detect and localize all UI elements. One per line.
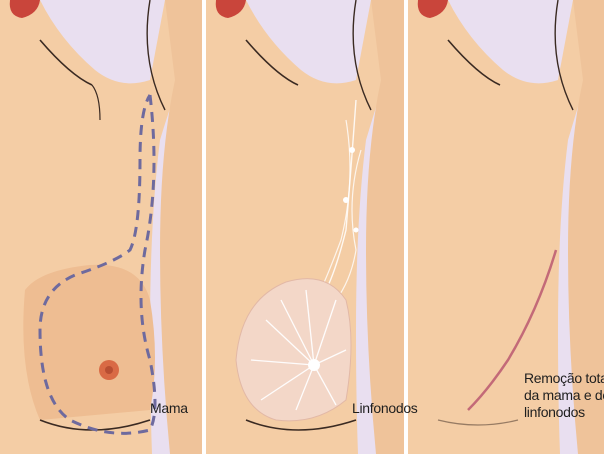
breast-shape	[23, 265, 155, 420]
lymph-node	[349, 147, 355, 153]
caption-line: Remoção total	[524, 370, 604, 387]
panel-lymph-drawing	[206, 0, 404, 454]
panel-breast-drawing	[0, 0, 202, 454]
panel-lymph-nodes	[206, 0, 404, 454]
caption-line: da mama e dos	[524, 387, 604, 404]
caption-line: linfonodos	[524, 404, 604, 421]
nipple	[308, 359, 320, 371]
caption-total-removal: Remoção total da mama e dos linfonodos	[524, 370, 604, 421]
caption-breast: Mama	[150, 400, 188, 417]
caption-lymph-nodes: Linfonodos	[352, 400, 418, 417]
panel-breast	[0, 0, 202, 454]
